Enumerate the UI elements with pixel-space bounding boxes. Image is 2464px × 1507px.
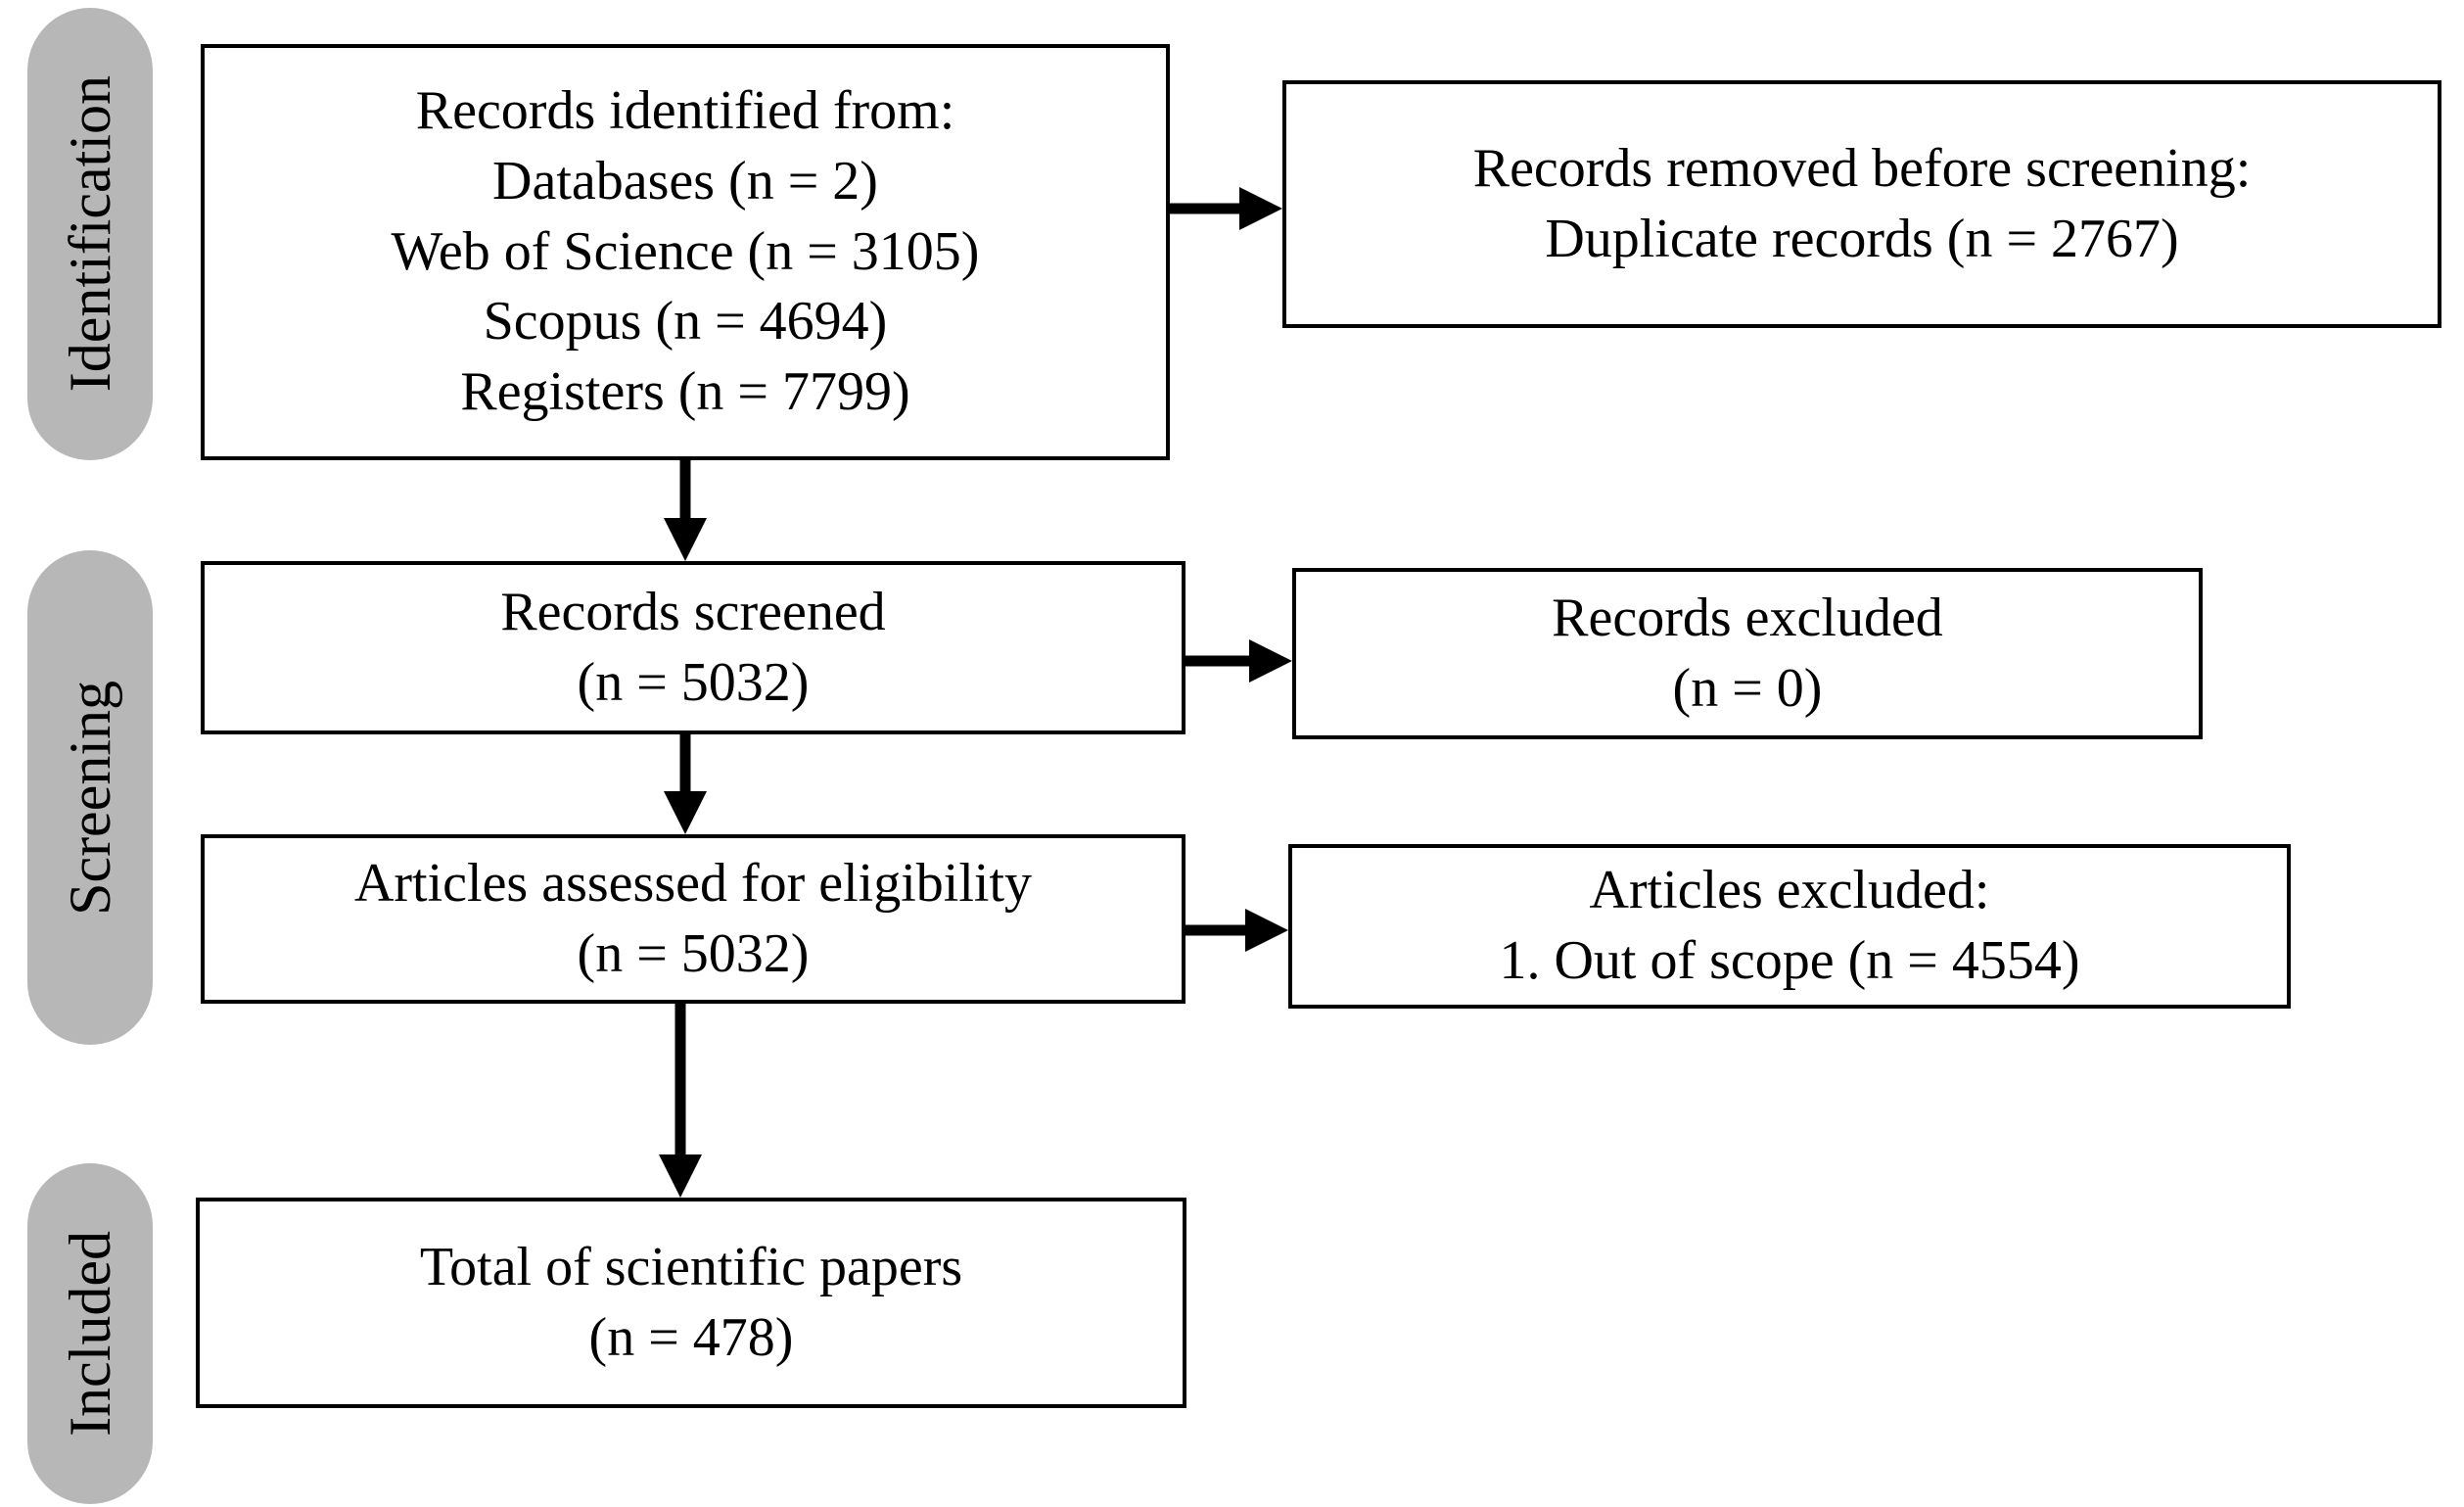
box-line: Databases (n = 2) <box>492 150 878 212</box>
articles-assessed-box: Articles assessed for eligibility (n = 5… <box>201 834 1186 1004</box>
arrow-identified-to-removed <box>1168 187 1282 230</box>
box-line: Records excluded <box>1552 587 1943 648</box>
stage-screening: Screening <box>27 550 153 1045</box>
stage-included: Included <box>27 1163 153 1504</box>
box-line: Articles excluded: <box>1589 860 1990 921</box>
arrow-screened-to-excluded <box>1186 639 1292 683</box>
arrow-shaft <box>1186 655 1255 667</box>
records-screened-box: Records screened (n = 5032) <box>201 561 1186 734</box>
stage-identification-label: Identification <box>57 75 122 393</box>
arrow-shaft <box>674 1004 686 1160</box>
stage-included-label: Included <box>57 1231 122 1436</box>
arrow-assessed-to-articles-excluded <box>1186 909 1288 952</box>
records-identified-box: Records identified from: Databases (n = … <box>201 44 1170 460</box>
box-line: Articles assessed for eligibility <box>353 852 1033 914</box>
records-excluded-box: Records excluded (n = 0) <box>1292 568 2203 739</box>
box-line: Duplicate records (n = 2767) <box>1545 208 2179 269</box>
box-line: Total of scientific papers <box>419 1236 963 1297</box>
box-line: Scopus (n = 4694) <box>483 291 888 353</box>
arrow-shaft <box>679 734 691 797</box>
box-line: Records screened <box>500 581 886 642</box>
box-line: (n = 5032) <box>577 922 810 984</box>
box-line: Records removed before screening: <box>1472 137 2252 199</box>
arrow-screened-to-assessed <box>664 734 707 834</box>
arrow-identified-to-screened <box>664 460 707 561</box>
arrow-assessed-to-total <box>659 1004 702 1198</box>
box-line: Registers (n = 7799) <box>460 361 910 422</box>
arrow-head-right-icon <box>1245 909 1288 952</box>
arrow-head-down-icon <box>664 791 707 834</box>
box-line: Web of Science (n = 3105) <box>391 220 980 282</box>
total-papers-box: Total of scientific papers (n = 478) <box>196 1198 1186 1408</box>
arrow-head-down-icon <box>664 518 707 561</box>
arrow-shaft <box>1186 924 1251 936</box>
box-line: (n = 478) <box>588 1306 794 1368</box>
articles-excluded-box: Articles excluded: 1. Out of scope (n = … <box>1288 844 2291 1009</box>
stage-screening-label: Screening <box>57 680 122 916</box>
records-removed-box: Records removed before screening: Duplic… <box>1282 80 2441 328</box>
arrow-shaft <box>1168 203 1245 214</box>
box-line: Records identified from: <box>415 80 955 142</box>
arrow-head-right-icon <box>1239 187 1282 230</box>
arrow-head-down-icon <box>659 1154 702 1198</box>
arrow-shaft <box>679 460 691 524</box>
box-line: 1. Out of scope (n = 4554) <box>1499 930 2080 991</box>
arrow-head-right-icon <box>1249 639 1292 683</box>
stage-identification: Identification <box>27 8 153 460</box>
box-line: (n = 0) <box>1672 657 1823 719</box>
box-line: (n = 5032) <box>577 651 810 713</box>
